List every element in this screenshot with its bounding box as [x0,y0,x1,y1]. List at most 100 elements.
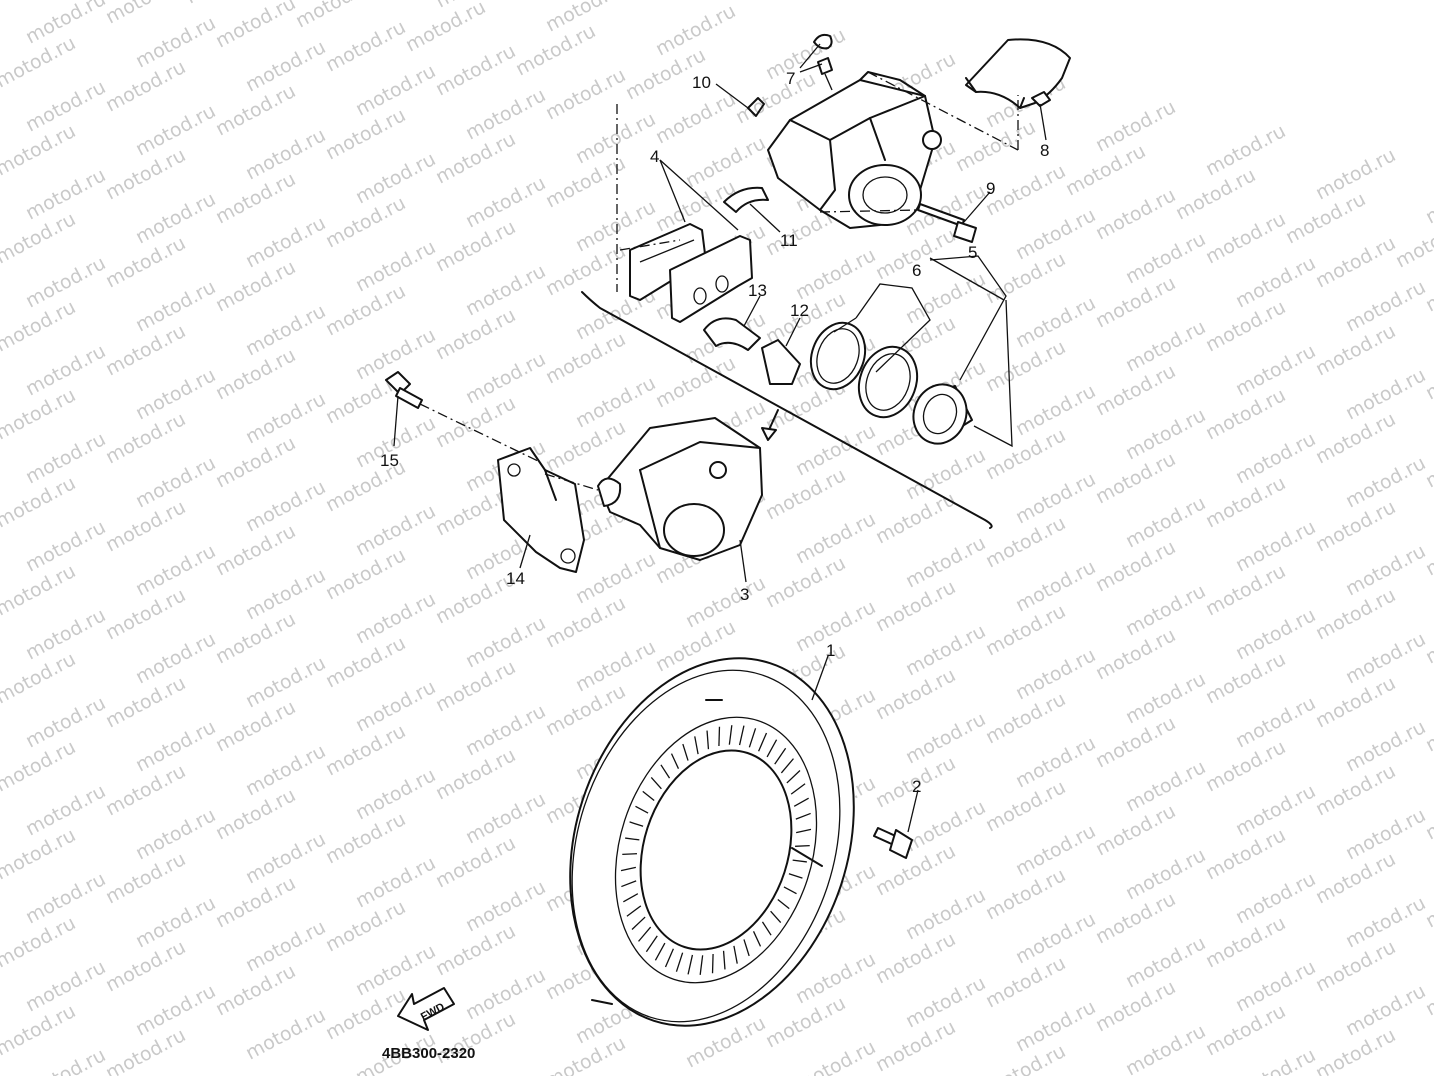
disc-vent-slot [795,844,810,847]
callout-2: 2 [912,777,921,796]
part-shim-12 [761,339,801,385]
callout-3: 3 [740,585,749,604]
disc-vent-slot [743,939,750,957]
callout-9: 9 [986,179,995,198]
diagram-code: 4BB300-2320 [382,1045,475,1062]
watermark-text: motod.ru [1312,232,1399,292]
disc-vent-slot [664,948,674,968]
disc-vent-slot [682,743,689,761]
part-piston-seals [809,321,919,419]
disc-vent-slot [761,921,772,936]
part-bleed-screw [813,33,833,91]
disc-vent-slot [790,783,806,795]
disc-vent-slot [629,821,644,827]
disc-vent-slot [788,873,803,879]
disc-vent-slot [792,859,807,863]
watermark-text: motod.ru [1092,184,1179,244]
disc-vent-slot [638,926,652,942]
disc-vent-slot [795,812,811,820]
callout-7: 7 [786,69,795,88]
disc-vent-slot [783,886,797,895]
disc-vent-slot [777,898,790,910]
part-caliper-assembly [597,417,763,561]
watermark-text: motod.ru [542,64,629,124]
disc-vent-slot [670,753,680,769]
watermark-text: motod.ru [102,0,189,28]
disc-vent-slot [748,728,757,748]
disc-vent-slot [752,931,762,947]
part-brake-pads [619,223,753,323]
disc-vent-slot [687,954,694,975]
disc-vent-slot [796,828,812,834]
disc-vent-slot [722,950,726,970]
watermark-text: motod.ru [1232,1044,1319,1076]
disc-vent-slot [626,905,642,917]
watermark-text: motod.ru [212,0,299,52]
callout-6: 6 [912,261,921,280]
disc-vent-slot [699,955,704,975]
disc-vent-slot [621,880,637,888]
part-pad-spring [723,186,769,213]
callout-15: 15 [380,451,399,470]
disc-vent-slot [770,910,782,923]
watermark-text: motod.ru [242,1004,329,1064]
disc-vent-slot [758,732,768,752]
watermark-text: motod.ru [792,1036,879,1076]
part-pad-pin [819,203,977,243]
disc-vent-slot [780,758,794,774]
disc-vent-slot [786,770,801,784]
disc-vent-slot [622,853,637,856]
disc-vent-slot [645,935,658,953]
disc-vent-slot [694,736,699,755]
disc-vent-slot [660,764,671,779]
disc-vent-slot [650,777,662,790]
watermark-text: motod.ru [292,0,379,32]
disc-vent-slot [738,725,745,746]
callout-8: 8 [1040,141,1049,160]
watermark-text: motod.ru [322,16,409,76]
inset-boundary-line [581,291,993,529]
disc-vent-slot [623,893,639,903]
disc-vent-slots [620,725,812,975]
part-disc-bolt [873,827,913,859]
callout-5: 5 [968,243,977,262]
disc-vent-slot [620,866,636,872]
disc-vent-slot [706,730,710,750]
watermark-text: motod.ru [1122,1020,1209,1076]
watermark-text: motod.ru [182,0,269,8]
disc-vent-slot [642,790,655,802]
leader-lines [393,43,1047,833]
watermark-text: motod.ru [1202,208,1289,268]
part-piston [912,383,973,445]
disc-vent-slot [711,953,714,974]
disc-vent-slot [675,952,684,972]
disc-vent-slot [718,726,721,747]
watermark-text: motod.ru [1422,168,1434,228]
callout-4: 4 [650,147,659,166]
disc-vent-slot [733,945,738,964]
part-clip [747,97,765,117]
forward-arrow-icon: FWD [397,987,455,1031]
disc-vent-slot [625,837,640,841]
disc-vent-slot [774,747,787,765]
callout-13: 13 [748,281,767,300]
part-shim-13 [703,317,761,351]
callout-10: 10 [692,73,711,92]
watermark-text: motod.ru [22,1044,109,1076]
disc-vent-slot [728,725,733,745]
callout-12: 12 [790,301,809,320]
part-brake-disc [569,657,855,1027]
watermark-text: motod.ru [432,40,519,100]
callout-14: 14 [506,569,525,588]
disc-vent-slot [631,916,646,930]
assembly-arrow [761,409,779,441]
part-bracket-bolt [385,371,599,491]
part-pad-cover [965,38,1071,109]
disc-vent-slot [654,942,666,961]
disc-vent-slot [766,739,778,758]
disc-vent-slot [793,797,809,807]
callout-1: 1 [826,641,835,660]
watermark-text: motod.ru [652,88,739,148]
callout-11: 11 [780,231,798,250]
